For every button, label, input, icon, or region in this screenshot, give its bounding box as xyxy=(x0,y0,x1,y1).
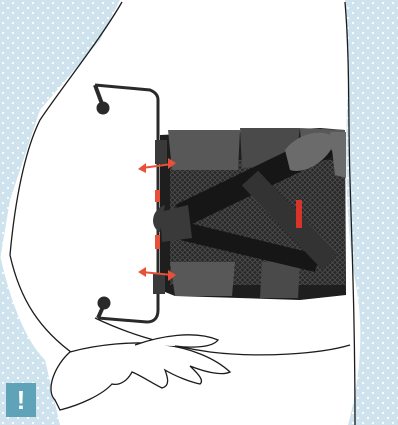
brace-frame-wire xyxy=(95,85,158,322)
notice-badge-glyph: ! xyxy=(17,387,26,413)
exclamation-icon: ! xyxy=(6,383,36,417)
brace-body xyxy=(153,128,346,300)
